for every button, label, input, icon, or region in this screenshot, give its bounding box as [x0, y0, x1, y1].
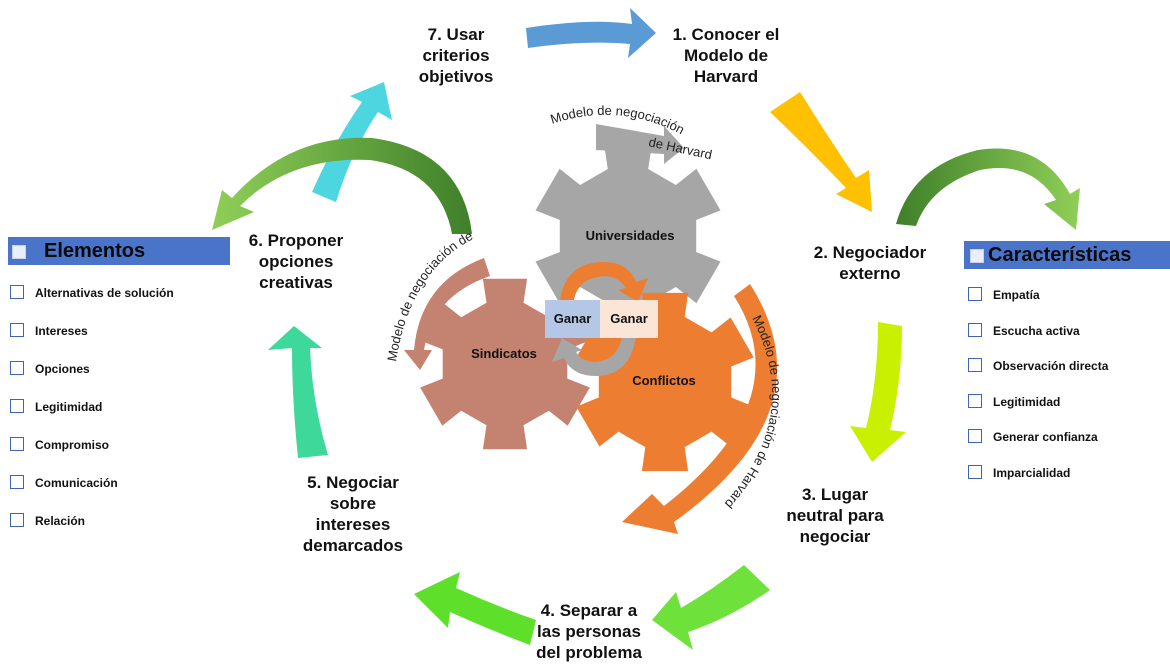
elementos-item-label: Compromiso [35, 438, 110, 452]
elementos-item-label: Alternativas de solución [35, 286, 174, 300]
curved-label-top-line-2: de Harvard [647, 134, 713, 162]
checkbox-icon[interactable] [10, 513, 24, 527]
step-6-line-1: 6. Proponer [248, 231, 344, 250]
step-3-line-3: negociar [799, 527, 871, 546]
checkbox-icon[interactable] [10, 437, 24, 451]
step-7-line-2: criterios [422, 46, 490, 65]
elementos-item-label: Comunicación [35, 476, 118, 490]
arrow-2-to-3 [850, 322, 906, 462]
step-7: 7. Usar criterios objetivos [396, 24, 516, 87]
step-4-line-1: 4. Separar a [540, 601, 638, 620]
header-checkbox-icon [970, 249, 984, 263]
gear-label-top: Universidades [586, 228, 675, 243]
step-3-line-2: neutral para [786, 506, 884, 525]
step-1: 1. Conocer el Modelo de Harvard [646, 24, 806, 87]
caracteristicas-item-label: Imparcialidad [993, 465, 1071, 480]
caracteristicas-header: Características [964, 241, 1170, 269]
step-5-line-4: demarcados [302, 536, 404, 555]
inner-arrow-left [404, 258, 490, 370]
step-4-line-2: las personas [537, 622, 641, 641]
step-3: 3. Lugar neutral para negociar [760, 484, 910, 547]
step-7-line-1: 7. Usar [427, 25, 485, 44]
elementos-title: Elementos [44, 240, 146, 262]
checkbox-icon[interactable] [10, 399, 24, 413]
arrow-5-to-6 [268, 326, 328, 458]
olive-arrow-6-to-elementos [212, 137, 472, 234]
checkbox-icon[interactable] [10, 323, 24, 337]
checkbox-icon[interactable] [968, 464, 982, 479]
step-1-line-2: Modelo de [683, 46, 769, 65]
checkbox-icon[interactable] [968, 322, 982, 337]
caracteristicas-item-label: Legitimidad [993, 394, 1061, 409]
cycle-arrow-gray [552, 336, 636, 376]
checkbox-icon[interactable] [10, 361, 24, 375]
step-6-line-2: opciones [258, 252, 334, 271]
inner-arrow-top [596, 124, 684, 164]
step-2: 2. Negociador externo [800, 242, 940, 284]
caracteristicas-item-label: Observación directa [993, 359, 1109, 373]
gear-label-right: Conflictos [632, 373, 696, 388]
step-3-line-1: 3. Lugar [801, 485, 869, 504]
elementos-header: Elementos [8, 237, 230, 265]
caracteristicas-item-label: Escucha activa [993, 323, 1080, 338]
step-1-line-1: 1. Conocer el [672, 25, 780, 44]
checkbox-icon[interactable] [10, 475, 24, 489]
ganar-right: Ganar [600, 300, 658, 338]
checkbox-icon[interactable] [968, 393, 982, 408]
step-6-line-3: creativas [259, 273, 333, 292]
step-5-line-1: 5. Negociar [307, 473, 399, 492]
olive-arrow-2-to-caracteristicas [896, 148, 1080, 230]
checkbox-icon[interactable] [968, 358, 982, 372]
step-6: 6. Proponer opciones creativas [226, 230, 366, 293]
elementos-item-label: Intereses [35, 324, 88, 338]
arrow-3-to-4 [652, 565, 770, 650]
arrow-4-to-5 [414, 572, 536, 645]
arrow-7-to-1 [526, 8, 656, 58]
step-2-line-1: 2. Negociador [813, 243, 927, 262]
step-2-line-2: externo [839, 264, 901, 283]
step-7-line-3: objetivos [418, 67, 494, 86]
elementos-item-label: Opciones [35, 362, 90, 376]
step-4: 4. Separar a las personas del problema [514, 600, 664, 663]
elementos-item-label: Legitimidad [35, 400, 103, 414]
arrow-1-to-2 [770, 92, 872, 212]
caracteristicas-title: Características [988, 244, 1132, 266]
step-4-line-3: del problema [536, 643, 642, 662]
step-5-line-3: intereses [315, 515, 391, 534]
checkbox-icon[interactable] [968, 287, 982, 301]
step-5: 5. Negociar sobre intereses demarcados [288, 472, 418, 556]
gear-label-left: Sindicatos [471, 346, 537, 361]
checkbox-icon[interactable] [968, 429, 982, 443]
step-1-line-3: Harvard [693, 67, 759, 86]
header-checkbox-icon [12, 245, 26, 259]
ganar-left: Ganar [545, 300, 600, 338]
inner-arrow-right [622, 284, 778, 534]
elementos-item-label: Relación [35, 514, 86, 528]
cycle-arrow-orange [560, 262, 648, 302]
caracteristicas-item-label: Empatía [993, 288, 1040, 302]
step-5-line-2: sobre [329, 494, 377, 513]
checkbox-icon[interactable] [10, 285, 24, 299]
caracteristicas-item-label: Generar confianza [993, 430, 1098, 444]
